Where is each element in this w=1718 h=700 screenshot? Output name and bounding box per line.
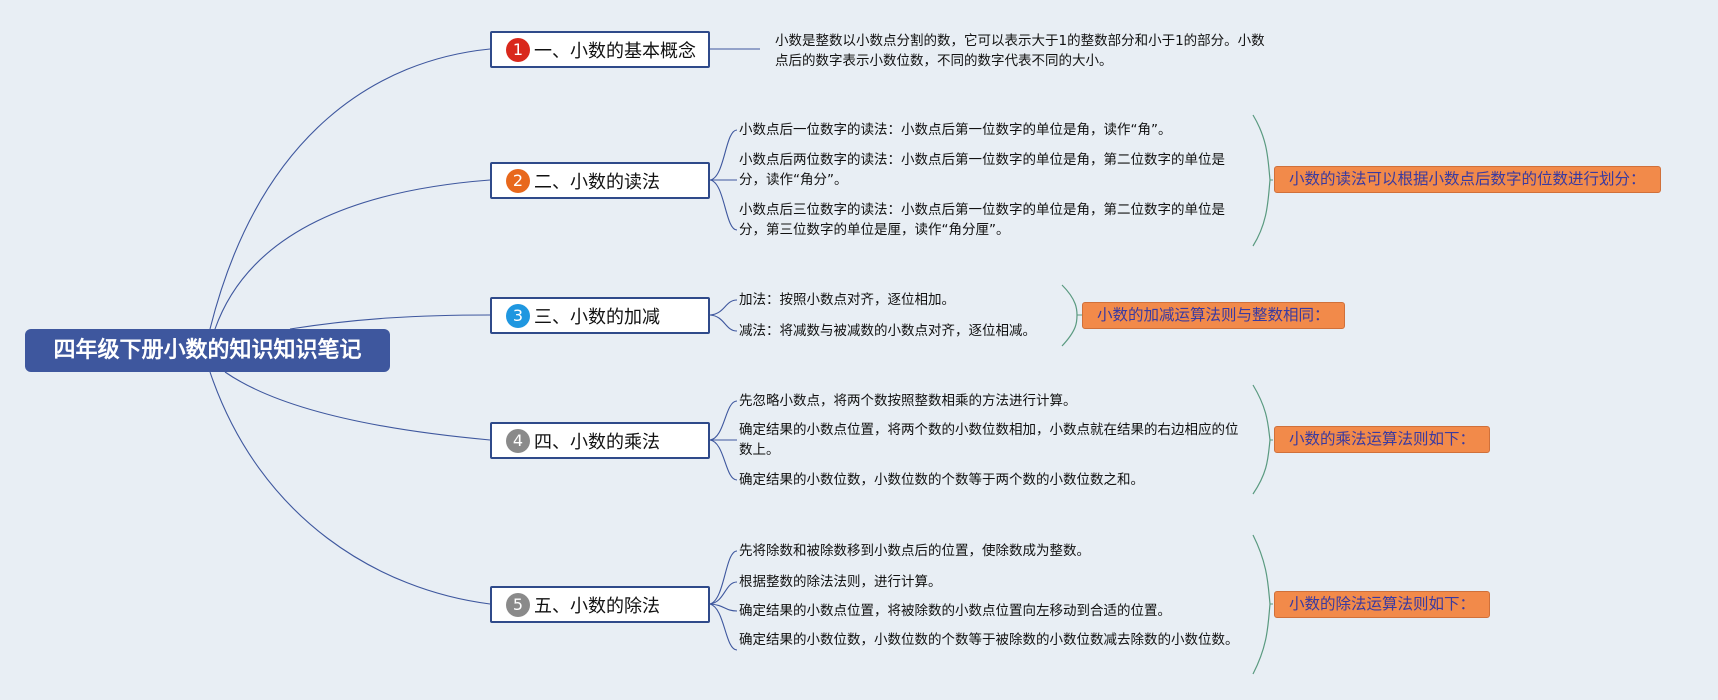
branch-4-topic[interactable]: 4 四、小数的乘法 (490, 422, 710, 459)
number-badge-5: 5 (506, 592, 530, 617)
number-badge-3: 3 (506, 303, 530, 328)
branch-1-title: 一、小数的基本概念 (534, 40, 696, 62)
connector-root-branch-3 (289, 314, 491, 330)
connector-root-branch-1 (209, 48, 491, 330)
connector-b2-leaf-3 (709, 179, 738, 231)
connector-b4-leaf-1 (709, 400, 738, 441)
branch-2-topic[interactable]: 2 二、小数的读法 (490, 162, 710, 199)
branch-5-leaf-3[interactable]: 确定结果的小数点位置，将被除数的小数点位置向左移动到合适的位置。 (739, 603, 1171, 619)
connector-b3-leaf-1 (709, 299, 738, 316)
connector-b4-leaf-3 (709, 439, 738, 481)
connector-root-branch-5 (209, 371, 491, 605)
branch-1-leaf-1[interactable]: 小数是整数以小数点分割的数，它可以表示大于1的整数部分和小于1的部分。小数点后的… (775, 33, 1265, 69)
branch-3-topic[interactable]: 3 三、小数的加减 (490, 297, 710, 334)
number-badge-2: 2 (506, 168, 530, 193)
branch-5-leaf-2[interactable]: 根据整数的除法法则，进行计算。 (739, 574, 942, 590)
bracket-branch-5 (1252, 534, 1271, 675)
branch-2-leaf-1[interactable]: 小数点后一位数字的读法：小数点后第一位数字的单位是角，读作“角”。 (739, 122, 1172, 138)
bracket-branch-4 (1252, 384, 1271, 495)
branch-3-title: 三、小数的加减 (534, 306, 660, 328)
branch-4-title: 四、小数的乘法 (534, 431, 660, 453)
connector-b5-leaf-3 (709, 603, 738, 612)
connector-b5-leaf-4 (709, 603, 738, 651)
root-topic[interactable]: 四年级下册小数的知识知识笔记 (25, 329, 390, 372)
branch-5-leaf-1[interactable]: 先将除数和被除数移到小数点后的位置，使除数成为整数。 (739, 543, 1090, 559)
connector-b5-leaf-2 (709, 581, 738, 605)
branch-3-summary[interactable]: 小数的加减运算法则与整数相同： (1082, 302, 1345, 329)
branch-4-summary[interactable]: 小数的乘法运算法则如下： (1274, 426, 1491, 453)
branch-4-leaf-3[interactable]: 确定结果的小数位数，小数位数的个数等于两个数的小数位数之和。 (739, 472, 1144, 488)
connector-b5-leaf-1 (709, 550, 738, 605)
number-badge-4: 4 (506, 428, 530, 453)
connector-root-branch-2 (214, 179, 491, 330)
branch-2-leaf-3[interactable]: 小数点后三位数字的读法：小数点后第一位数字的单位是角，第二位数字的单位是分，第三… (739, 202, 1225, 238)
branch-3-leaf-2[interactable]: 减法：将减数与被减数的小数点对齐，逐位相减。 (739, 323, 1036, 339)
bracket-branch-3 (1061, 284, 1078, 347)
branch-2-title: 二、小数的读法 (534, 171, 660, 193)
branch-5-title: 五、小数的除法 (534, 595, 660, 617)
branch-1-topic[interactable]: 1 一、小数的基本概念 (490, 31, 710, 68)
branch-3-leaf-1[interactable]: 加法：按照小数点对齐，逐位相加。 (739, 292, 955, 308)
branch-4-leaf-1[interactable]: 先忽略小数点，将两个数按照整数相乘的方法进行计算。 (739, 393, 1077, 409)
connector-b3-leaf-2 (709, 314, 738, 332)
branch-5-leaf-4[interactable]: 确定结果的小数位数，小数位数的个数等于被除数的小数位数减去除数的小数位数。 (739, 632, 1239, 648)
connector-b2-leaf-1 (709, 129, 738, 181)
branch-4-leaf-2[interactable]: 确定结果的小数点位置，将两个数的小数位数相加，小数点就在结果的右边相应的位数上。 (739, 422, 1239, 458)
number-badge-1: 1 (506, 37, 530, 62)
branch-2-summary[interactable]: 小数的读法可以根据小数点后数字的位数进行划分： (1274, 166, 1661, 193)
branch-2-leaf-2[interactable]: 小数点后两位数字的读法：小数点后第一位数字的单位是角，第二位数字的单位是分，读作… (739, 152, 1225, 188)
bracket-branch-2 (1252, 114, 1271, 247)
branch-5-summary[interactable]: 小数的除法运算法则如下： (1274, 591, 1491, 618)
branch-5-topic[interactable]: 5 五、小数的除法 (490, 586, 710, 623)
connector-root-branch-4 (224, 371, 491, 441)
